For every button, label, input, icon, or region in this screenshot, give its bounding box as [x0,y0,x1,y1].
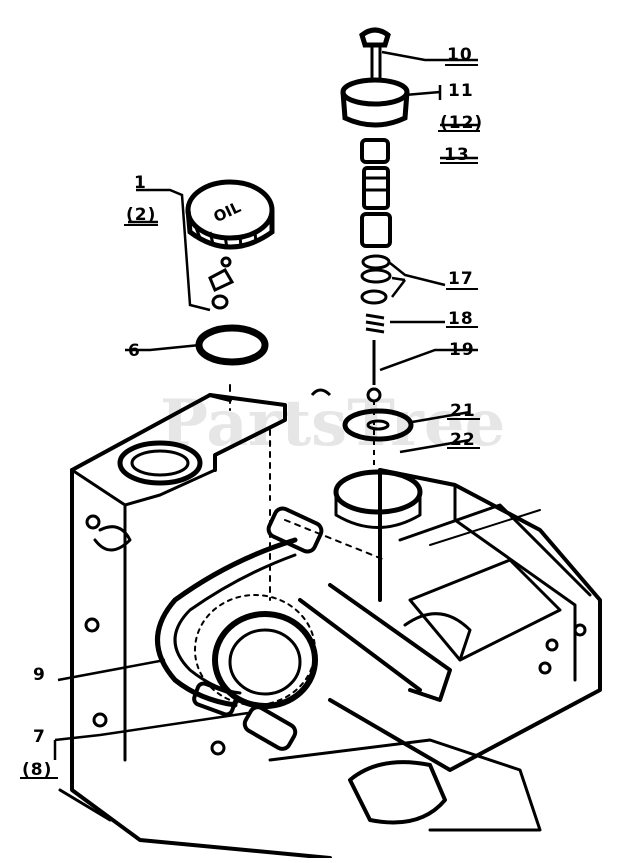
callout-22: 22 [450,430,476,450]
callout-18: 18 [448,309,474,329]
callout-7: 7 [33,727,46,747]
callout-labels: 10 11 (12) 13 1 (2) 17 18 6 19 21 22 9 7… [22,45,483,780]
callout-19: 19 [449,340,475,360]
oil-cap-assembly [185,179,275,366]
callout-1: 1 [134,173,147,193]
valve-stack [310,27,414,470]
callout-underlines [20,64,480,779]
callout-2: (2) [126,205,156,225]
housing [58,384,602,860]
callout-9: 9 [33,665,46,685]
callout-11: 11 [448,81,474,101]
callout-6: 6 [128,341,141,361]
callout-17: 17 [448,269,474,289]
leader-lines [53,50,478,760]
callout-8: (8) [22,760,52,780]
callout-10: 10 [447,45,473,65]
callout-12: (12) [440,113,483,133]
callout-21: 21 [450,401,476,421]
callout-13: 13 [444,145,470,165]
oil-cap-label: OIL [211,198,244,226]
